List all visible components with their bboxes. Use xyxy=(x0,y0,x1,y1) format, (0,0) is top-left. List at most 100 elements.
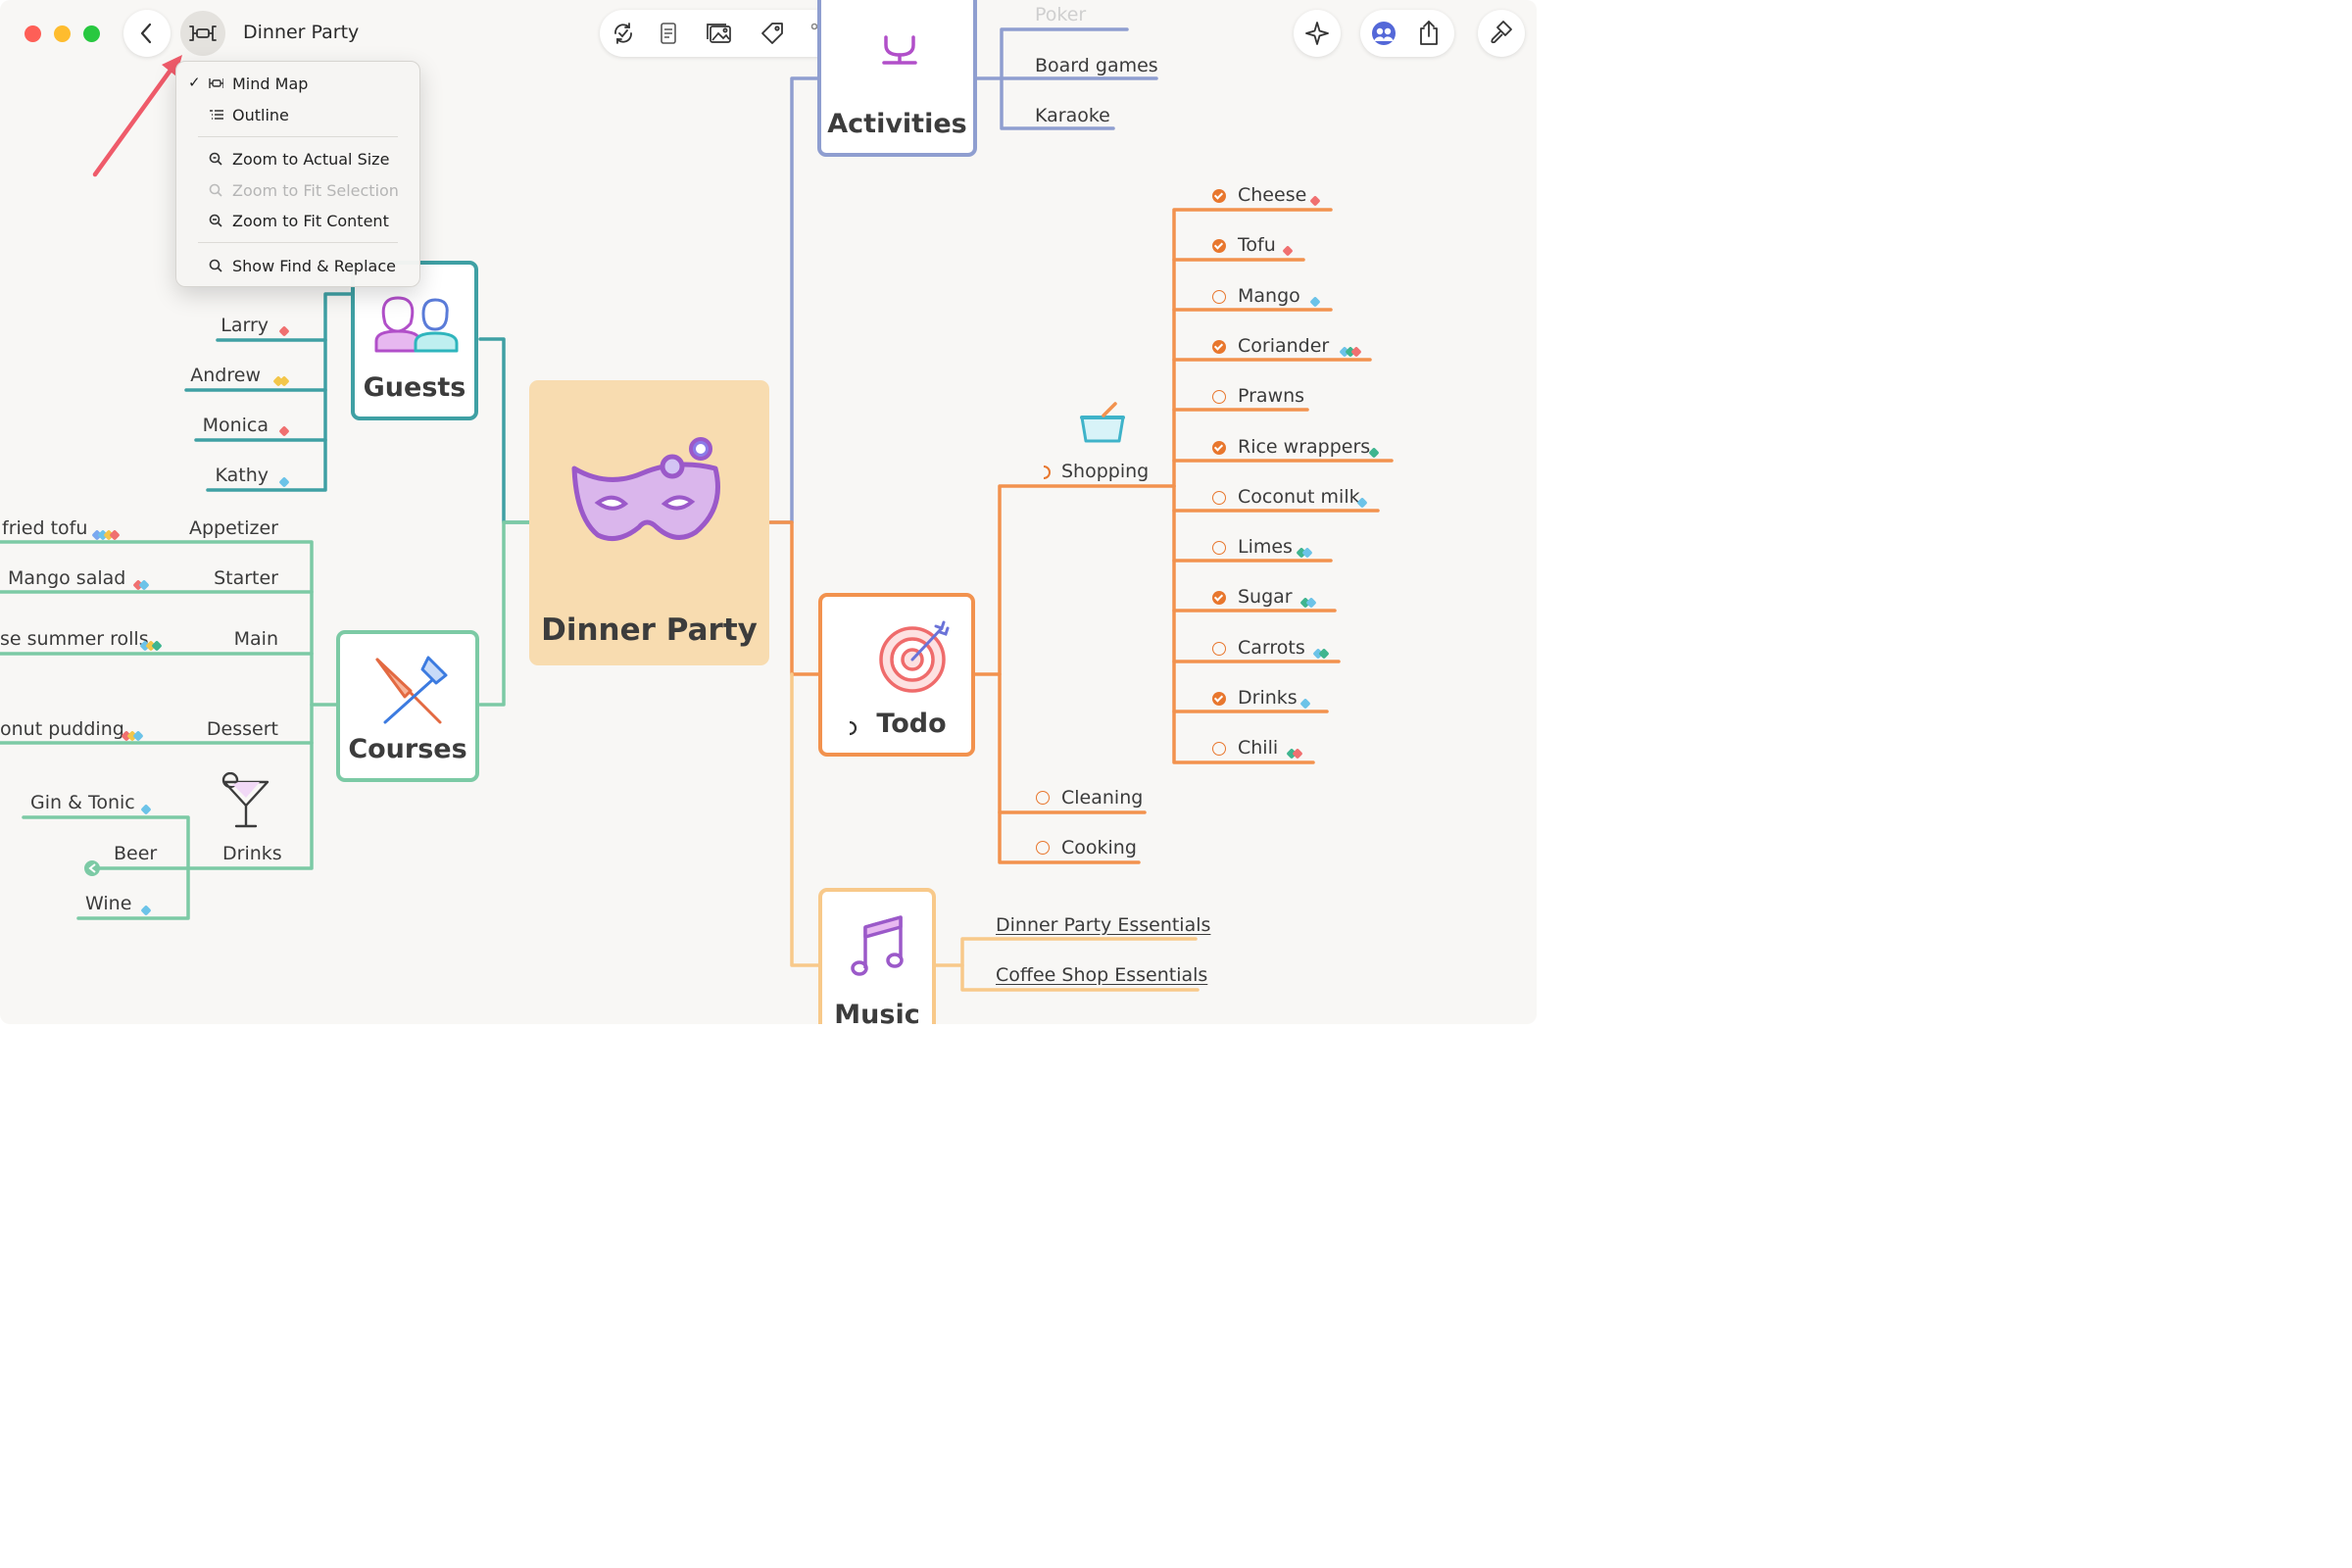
insert-image-button[interactable] xyxy=(700,14,739,53)
collapse-handle-icon[interactable] xyxy=(84,860,100,876)
task-checkbox[interactable] xyxy=(1212,189,1226,203)
minimize-button[interactable] xyxy=(54,25,71,42)
course-dish[interactable]: onut pudding xyxy=(0,718,124,740)
guest-label[interactable]: Monica xyxy=(202,415,269,436)
guest-label[interactable]: Kathy xyxy=(215,465,269,486)
music-topic-title: Music xyxy=(834,1000,920,1024)
course-category[interactable]: Dessert xyxy=(206,718,278,740)
course-category[interactable]: Appetizer xyxy=(188,517,278,539)
sparkle-icon xyxy=(1305,22,1329,45)
course-dish[interactable]: Mango salad xyxy=(8,567,126,589)
notes-button[interactable] xyxy=(649,14,688,53)
central-topic-title: Dinner Party xyxy=(541,612,758,648)
collaborate-button[interactable] xyxy=(1364,14,1403,53)
courses-topic[interactable]: Courses xyxy=(336,630,479,782)
label-tag-icon xyxy=(121,725,144,744)
tag-icon xyxy=(761,23,783,44)
task-label[interactable]: Cleaning xyxy=(1061,787,1144,808)
shopping-item-label[interactable]: Rice wrappers xyxy=(1238,436,1371,458)
format-button[interactable] xyxy=(1478,10,1525,57)
activity-label[interactable]: Karaoke xyxy=(1035,105,1110,126)
shopping-item-label[interactable]: Drinks xyxy=(1238,687,1298,709)
shopping-item-label[interactable]: Carrots xyxy=(1238,637,1305,659)
task-checkbox[interactable] xyxy=(1212,340,1226,354)
shopping-item-label[interactable]: Cheese xyxy=(1238,184,1307,206)
activity-label[interactable]: Poker xyxy=(1035,4,1087,25)
shopping-item-label[interactable]: Coriander xyxy=(1238,335,1330,357)
drink-label[interactable]: Beer xyxy=(114,843,158,864)
task-checkbox[interactable] xyxy=(1212,239,1226,253)
task-checkbox[interactable] xyxy=(1212,742,1226,756)
document-title: Dinner Party xyxy=(243,22,360,43)
activity-label[interactable]: Board games xyxy=(1035,55,1158,76)
task-checkbox[interactable] xyxy=(1212,390,1226,404)
guests-topic[interactable]: Guests xyxy=(351,261,478,420)
menu-item-zoom-actual[interactable]: Zoom to Actual Size xyxy=(176,145,419,172)
music-topic[interactable]: Music xyxy=(818,888,936,1024)
menu-item-find-replace[interactable]: Show Find & Replace xyxy=(176,252,419,279)
menu-item-outline[interactable]: Outline xyxy=(176,101,419,128)
course-category[interactable]: Starter xyxy=(214,567,278,589)
sync-button[interactable] xyxy=(604,14,643,53)
view-mode-button[interactable] xyxy=(180,11,225,56)
shopping-item-label[interactable]: Limes xyxy=(1238,536,1293,558)
share-button[interactable] xyxy=(1409,14,1448,53)
zoom-icon xyxy=(209,183,222,197)
shopping-item-label[interactable]: Prawns xyxy=(1238,385,1305,407)
checkmark-icon: ✓ xyxy=(188,74,201,91)
zoom-button[interactable] xyxy=(83,25,100,42)
shopping-item-label[interactable]: Tofu xyxy=(1238,234,1276,256)
mask-icon xyxy=(571,437,720,542)
drink-label[interactable]: Wine xyxy=(85,893,132,914)
task-checkbox[interactable] xyxy=(1212,441,1226,455)
task-label[interactable]: Cooking xyxy=(1061,837,1137,858)
back-button[interactable] xyxy=(123,10,171,57)
task-checkbox[interactable] xyxy=(1212,642,1226,656)
shopping-item-label[interactable]: Coconut milk xyxy=(1238,486,1360,508)
task-checkbox[interactable] xyxy=(1212,692,1226,706)
ai-button[interactable] xyxy=(1294,10,1341,57)
shopping-item-label[interactable]: Chili xyxy=(1238,737,1279,759)
guest-label[interactable]: Larry xyxy=(220,315,269,336)
task-checkbox[interactable] xyxy=(1036,841,1050,855)
progress-icon xyxy=(1043,466,1051,479)
search-icon xyxy=(209,259,222,272)
app-window: Dinner Party xyxy=(0,0,1537,1024)
menu-item-zoom-fit-selection: Zoom to Fit Selection xyxy=(176,176,419,204)
label-tag-icon xyxy=(1309,291,1321,310)
right-toolbar xyxy=(1360,10,1454,57)
shopping-item-label[interactable]: Mango xyxy=(1238,285,1300,307)
chevron-left-icon xyxy=(140,23,152,44)
course-dish[interactable]: se summer rolls xyxy=(0,628,149,650)
label-tag-icon xyxy=(1282,240,1294,259)
mindmap-icon xyxy=(209,78,223,88)
central-topic[interactable]: Dinner Party xyxy=(529,380,769,665)
course-dish[interactable]: fried tofu xyxy=(2,517,88,539)
task-checkbox[interactable] xyxy=(1212,491,1226,505)
task-checkbox[interactable] xyxy=(1212,290,1226,304)
cocktail-icon xyxy=(221,772,270,828)
close-button[interactable] xyxy=(24,25,41,42)
shopping-item-label[interactable]: Sugar xyxy=(1238,586,1293,608)
shopping-subtopic-title[interactable]: Shopping xyxy=(1061,461,1150,482)
playlist-link[interactable]: Dinner Party Essentials xyxy=(996,914,1211,936)
label-tag-icon xyxy=(278,471,290,490)
menu-item-mind-map[interactable]: ✓ Mind Map xyxy=(188,74,309,93)
refresh-check-icon xyxy=(614,23,632,44)
playlist-link[interactable]: Coffee Shop Essentials xyxy=(996,964,1208,986)
course-category[interactable]: Main xyxy=(233,628,278,650)
task-checkbox[interactable] xyxy=(1212,591,1226,605)
drink-label[interactable]: Gin & Tonic xyxy=(30,792,135,813)
drinks-subtopic-title[interactable]: Drinks xyxy=(222,843,282,864)
guest-label[interactable]: Andrew xyxy=(190,365,261,386)
label-button[interactable] xyxy=(753,14,792,53)
label-tag-icon xyxy=(1296,542,1313,561)
task-checkbox[interactable] xyxy=(1036,791,1050,805)
guests-topic-title: Guests xyxy=(363,372,466,403)
outline-icon xyxy=(210,110,223,120)
activities-topic[interactable]: Activities xyxy=(817,0,977,157)
progress-icon xyxy=(849,720,858,736)
task-checkbox[interactable] xyxy=(1212,541,1226,555)
menu-item-zoom-fit-content[interactable]: Zoom to Fit Content xyxy=(176,207,419,234)
todo-topic[interactable]: Todo xyxy=(818,593,975,757)
